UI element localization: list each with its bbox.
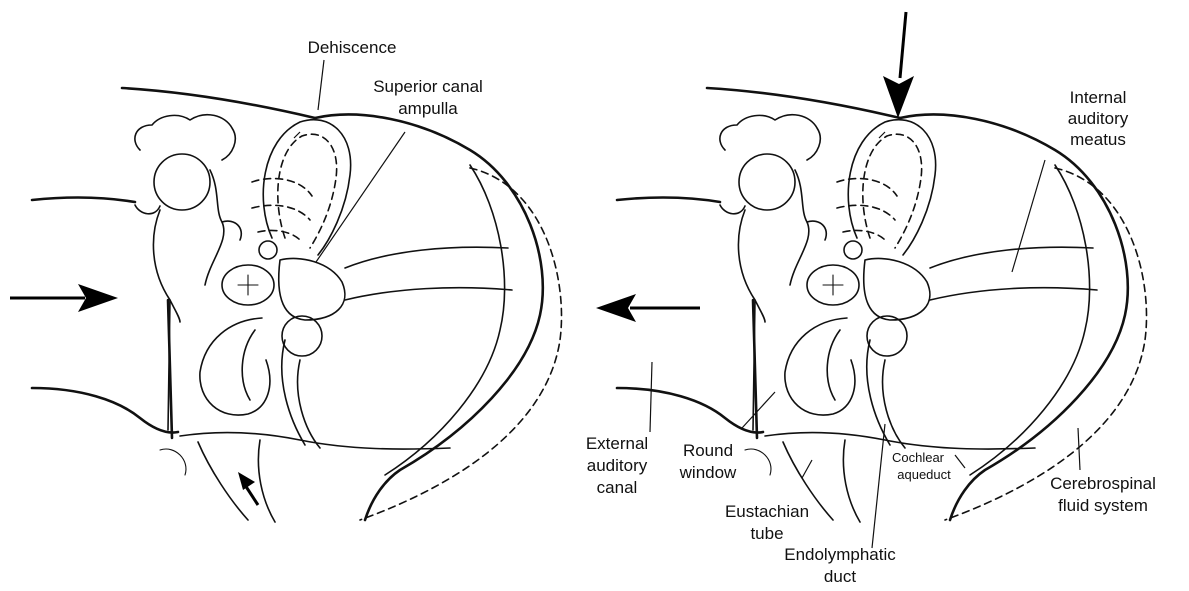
eustachian-tube-label-line2: tube bbox=[750, 524, 783, 543]
cochlear-aqueduct-label-line1: Cochlear bbox=[892, 450, 945, 465]
dehiscence-leader bbox=[318, 60, 324, 110]
external-auditory-canal-label-line2: auditory bbox=[587, 456, 648, 475]
round-window-label-line1: Round bbox=[683, 441, 733, 460]
external-auditory-canal-label-line1: External bbox=[586, 434, 648, 453]
endolymphatic-duct-label-line2: duct bbox=[824, 567, 856, 586]
internal-auditory-meatus-label-line3: meatus bbox=[1070, 130, 1126, 149]
superior-canal-ampulla-label-line2: ampulla bbox=[398, 99, 458, 118]
superior-canal-ampulla-label-line1: Superior canal bbox=[373, 77, 483, 96]
internal-auditory-meatus-label-line1: Internal bbox=[1070, 88, 1127, 107]
endolymphatic-duct-label-line1: Endolymphatic bbox=[784, 545, 896, 564]
cerebrospinal-fluid-label-line2: fluid system bbox=[1058, 496, 1148, 515]
arrowhead-down-icon bbox=[883, 76, 914, 118]
internal-auditory-meatus-label-line2: auditory bbox=[1068, 109, 1129, 128]
right-ear-panel: Internal auditory meatus External audito… bbox=[586, 12, 1156, 586]
cerebrospinal-fluid-label-line1: Cerebrospinal bbox=[1050, 474, 1156, 493]
ampulla-leader bbox=[316, 132, 405, 262]
left-ear-panel: Dehiscence Superior canal ampulla bbox=[10, 38, 562, 522]
cochlear-aqueduct-label-line2: aqueduct bbox=[897, 467, 951, 482]
dehiscence-label: Dehiscence bbox=[308, 38, 397, 57]
external-auditory-canal-label-line3: canal bbox=[597, 478, 638, 497]
down-arrow-icon bbox=[900, 12, 906, 78]
round-window-label-line2: window bbox=[679, 463, 737, 482]
eustachian-tube-label-line1: Eustachian bbox=[725, 502, 809, 521]
